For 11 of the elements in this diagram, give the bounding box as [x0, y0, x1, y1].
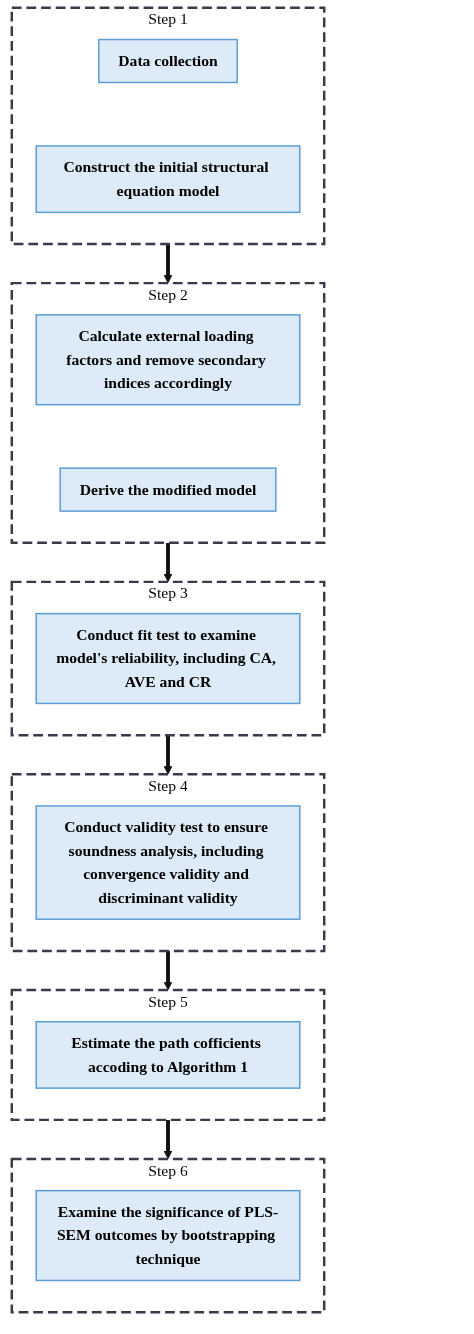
node-box: Estimate the path cofficients accoding to Algorithm 1	[35, 1021, 301, 1089]
arrow	[163, 950, 173, 991]
node-box: Examine the significance of PLS-SEM outcomes by bootstrapping technique	[35, 1189, 301, 1282]
node-box: Calculate external loading factors and remove secondary indices accordingly	[35, 314, 301, 406]
node-box: Conduct fit test to examine model's reliability, including CA, AVE and CR	[35, 612, 301, 705]
node-box: Construct the initial structural equation model	[35, 145, 301, 214]
node-box: Derive the modified model	[59, 467, 277, 512]
arrow	[163, 735, 173, 775]
node-box: Conduct validity test to ensure soundness analysis, including convergence validity and discriminant validity	[35, 805, 301, 920]
node-box: Data collection	[98, 38, 238, 84]
arrow	[163, 244, 173, 284]
